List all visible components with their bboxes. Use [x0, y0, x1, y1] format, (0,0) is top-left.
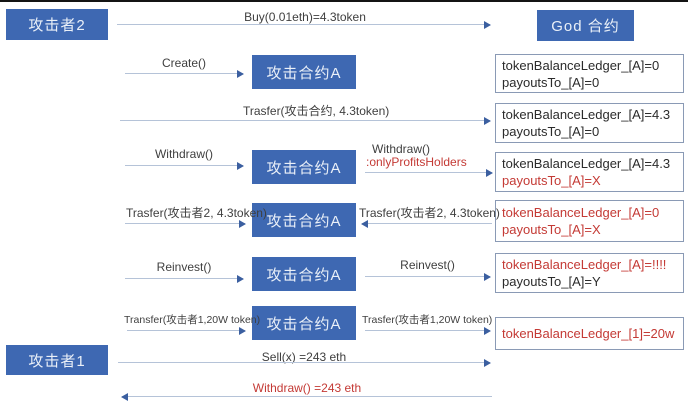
sell-arrow: [118, 359, 491, 367]
transfer-attacker2-left-arrow: [125, 220, 246, 228]
arrowhead: [484, 21, 491, 29]
transfer-attacker2-right-arrow: [361, 220, 492, 228]
arrowhead: [484, 273, 491, 281]
arrowhead: [484, 327, 491, 335]
arrowhead: [237, 162, 244, 170]
transfer-attacker1-right-message-label: Trasfer(攻击者1,20W token): [362, 314, 493, 326]
reinvest-right-message-label: Reinvest(): [400, 258, 455, 272]
ledger-line: payoutsTo_[A]=Y: [502, 274, 601, 289]
actor-attack-contract-label: 攻击合约A: [266, 212, 342, 230]
only-profits-holders-label: :onlyProfitsHolders: [366, 155, 467, 169]
actor-attack-contract-2: 攻击合约A: [252, 150, 356, 184]
actor-attack-contract-3: 攻击合约A: [252, 203, 356, 237]
top-border: [0, 0, 688, 2]
actor-attack-contract-label: 攻击合约A: [266, 159, 342, 177]
ledger-state-2: tokenBalanceLedger_[A]=4.3 payoutsTo_[A]…: [495, 103, 684, 143]
ledger-line: tokenBalanceLedger_[1]=20w: [502, 326, 675, 341]
ledger-state-3: tokenBalanceLedger_[A]=4.3 payoutsTo_[A]…: [495, 152, 684, 192]
buy-message-label: Buy(0.01eth)=4.3token: [244, 10, 366, 24]
arrowhead: [239, 220, 246, 228]
sell-message-label: Sell(x) =243 eth: [261, 350, 347, 364]
ledger-state-1: tokenBalanceLedger_[A]=0 payoutsTo_[A]=0: [495, 54, 684, 93]
withdraw-right-message-label: Withdraw(): [372, 142, 431, 156]
create-message-label: Create(): [161, 56, 206, 70]
transfer-to-contract-message-label: Trasfer(攻击合约, 4.3token): [243, 104, 390, 118]
actor-attacker2-label: 攻击者2: [28, 17, 86, 34]
arrowhead: [237, 70, 244, 78]
actor-attack-contract-5: 攻击合约A: [252, 306, 356, 340]
transfer-attacker2-left-message-label: Trasfer(攻击者2, 4.3token): [126, 206, 267, 220]
actor-attack-contract-label: 攻击合约A: [266, 315, 342, 333]
transfer-attacker1-left-message-label: Transfer(攻击者1,20W token): [124, 314, 261, 326]
withdraw-left-message-label: Withdraw(): [154, 147, 213, 161]
ledger-line: tokenBalanceLedger_[A]=4.3: [502, 107, 671, 122]
withdraw-left-arrow: [125, 162, 244, 170]
ledger-state-6: tokenBalanceLedger_[1]=20w: [495, 317, 684, 350]
withdraw-return-message-label: Withdraw() =243 eth: [252, 381, 362, 395]
ledger-line: tokenBalanceLedger_[A]=0: [502, 205, 660, 220]
ledger-line: tokenBalanceLedger_[A]=0: [502, 57, 660, 73]
ledger-state-4: tokenBalanceLedger_[A]=0 payoutsTo_[A]=X: [495, 200, 684, 242]
arrowhead: [484, 117, 491, 125]
arrowhead: [361, 220, 368, 228]
transfer-attacker1-left-arrow: [127, 327, 246, 335]
create-arrow: [125, 70, 244, 78]
ledger-line: tokenBalanceLedger_[A]=!!!!: [502, 257, 667, 272]
withdraw-return-arrow: [121, 393, 492, 401]
arrowhead: [121, 393, 128, 401]
arrowhead: [237, 275, 244, 283]
actor-attack-contract-4: 攻击合约A: [252, 257, 356, 291]
actor-god-contract-label: God 合约: [551, 18, 620, 35]
reinvest-left-arrow: [125, 275, 244, 283]
arrowhead: [239, 327, 246, 335]
actor-attack-contract-label: 攻击合约A: [266, 64, 342, 82]
actor-attack-contract-label: 攻击合约A: [266, 266, 342, 284]
ledger-line: payoutsTo_[A]=0: [502, 124, 600, 139]
ledger-line: payoutsTo_[A]=0: [502, 74, 600, 90]
actor-attack-contract-1: 攻击合约A: [252, 55, 356, 89]
ledger-state-5: tokenBalanceLedger_[A]=!!!! payoutsTo_[A…: [495, 253, 684, 293]
transfer-attacker2-right-message-label: Trasfer(攻击者2, 4.3token): [359, 206, 500, 220]
actor-god-contract: God 合约: [537, 10, 634, 41]
withdraw-right-arrow: [365, 169, 493, 177]
reinvest-left-message-label: Reinvest(): [156, 260, 212, 274]
transfer-to-contract-arrow: [120, 117, 491, 125]
actor-attacker1-label: 攻击者1: [28, 352, 86, 370]
ledger-line: tokenBalanceLedger_[A]=4.3: [502, 156, 671, 171]
arrowhead: [486, 169, 493, 177]
ledger-line: payoutsTo_[A]=X: [502, 173, 601, 188]
transfer-attacker1-right-arrow: [365, 327, 491, 335]
buy-arrow: [117, 21, 491, 29]
ledger-line: payoutsTo_[A]=X: [502, 222, 601, 237]
actor-attacker1: 攻击者1: [6, 345, 108, 375]
arrowhead: [484, 359, 491, 367]
reinvest-right-arrow: [365, 273, 491, 281]
actor-attacker2: 攻击者2: [6, 9, 108, 40]
